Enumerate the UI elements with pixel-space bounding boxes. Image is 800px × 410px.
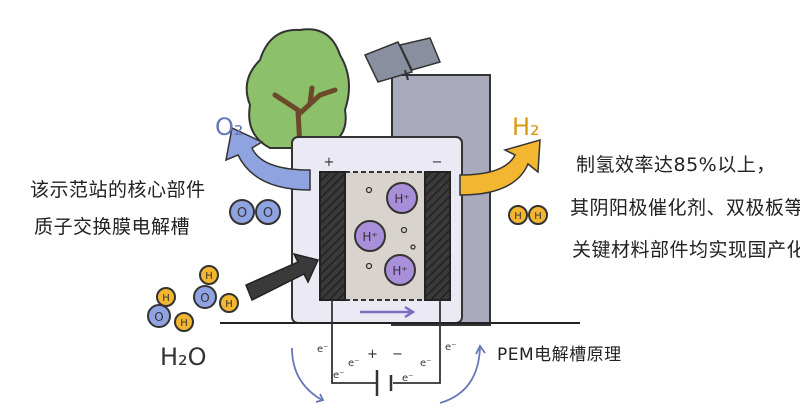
right-caption-line3: 关键材料部件均实现国产化 — [572, 239, 800, 261]
proton-label: H⁺ — [392, 264, 407, 278]
atom-label: O — [154, 310, 163, 324]
anode-electrode — [319, 171, 346, 301]
solar-panel — [363, 37, 442, 83]
water-input-arrow — [245, 252, 320, 302]
electron-label: e⁻ — [445, 342, 456, 353]
proton-icons — [354, 182, 418, 286]
atom-label: O — [263, 206, 273, 221]
proton-label: H⁺ — [394, 192, 409, 206]
atom-label: H — [514, 211, 522, 222]
hydrogen-output-arrow — [459, 138, 541, 196]
electron-label: e⁻ — [402, 373, 413, 384]
proton-label: H⁺ — [362, 230, 377, 244]
oxygen-label: O₂ — [215, 113, 244, 141]
right-caption-line1: 制氢效率达85%以上， — [576, 154, 776, 176]
electron-label: e⁻ — [348, 358, 359, 369]
external-circuit — [331, 300, 441, 396]
battery-plus-label: + — [367, 347, 378, 362]
tree — [245, 28, 350, 151]
cathode-minus-label: − — [432, 155, 443, 170]
atom-label: H — [534, 211, 542, 222]
left-caption-line2: 质子交换膜电解槽 — [34, 216, 191, 238]
hydrogen-label: H₂ — [512, 113, 540, 141]
bubbles — [365, 186, 416, 270]
electron-flow-arrow-left — [291, 347, 323, 401]
electron-flow-arrow-right — [439, 347, 481, 404]
atom-label: H — [180, 318, 188, 329]
electron-label: e⁻ — [333, 370, 344, 381]
cathode-electrode — [424, 171, 451, 301]
atom-label: H — [162, 293, 170, 304]
oxygen-output-arrow — [225, 126, 311, 191]
atom-label: O — [237, 206, 247, 221]
water-label: H₂O — [160, 343, 207, 371]
electron-label: e⁻ — [317, 344, 328, 355]
right-caption-line2: 其阴阳极催化剂、双极板等 — [570, 197, 800, 219]
battery-minus-label: − — [392, 347, 403, 362]
atom-label: H — [205, 271, 213, 282]
electron-label: e⁻ — [420, 358, 431, 369]
diagram-title: PEM电解槽原理 — [497, 345, 622, 365]
atom-label: O — [200, 291, 209, 305]
left-caption-line1: 该示范站的核心部件 — [30, 179, 206, 201]
anode-plus-label: + — [324, 155, 335, 170]
atom-label: H — [225, 299, 233, 310]
